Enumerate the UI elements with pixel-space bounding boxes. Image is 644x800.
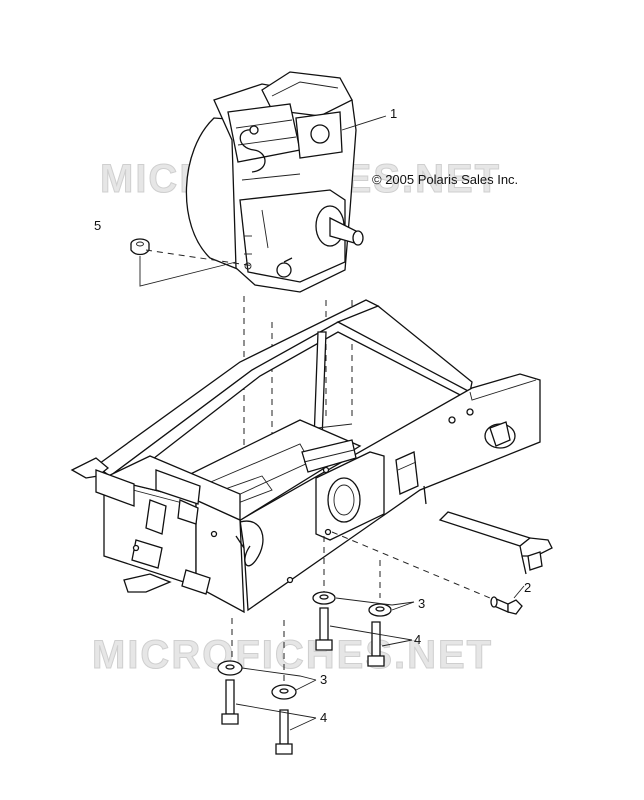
watermark-bottom: MICROFICHES.NET <box>92 633 493 677</box>
side-bolt-part <box>490 596 523 615</box>
engine-mount-frame <box>70 299 553 614</box>
callout-4-upper: 4 <box>414 632 421 647</box>
copyright-text: © 2005 Polaris Sales Inc. <box>372 172 518 187</box>
lower-bolts <box>221 679 293 755</box>
upper-bolts <box>315 607 385 667</box>
callout-1: 1 <box>390 106 397 121</box>
callout-4-lower: 4 <box>320 710 327 725</box>
callout-5: 5 <box>94 218 101 233</box>
nut-part <box>130 238 150 256</box>
callout-2: 2 <box>524 580 531 595</box>
lower-washers <box>217 660 297 700</box>
callout-3-lower: 3 <box>320 672 327 687</box>
nut-leader-line <box>139 256 237 287</box>
engine-assembly <box>185 71 364 293</box>
nut-guide-line <box>145 249 255 267</box>
callout-3-upper: 3 <box>418 596 425 611</box>
upper-washers <box>312 591 392 617</box>
